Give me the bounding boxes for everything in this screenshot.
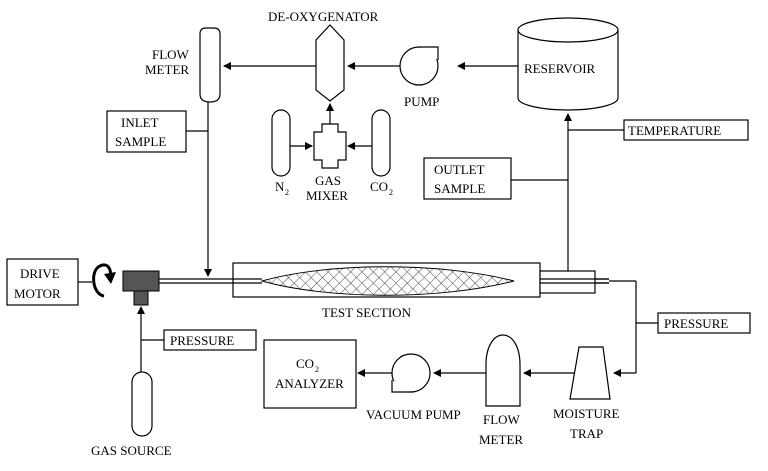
vacuum-pump: VACUUM PUMP — [366, 353, 461, 422]
gas-mixer-label-1: GAS — [315, 173, 341, 188]
flow-meter-bottom-label-1: FLOW — [483, 412, 521, 427]
drive-motor-label-1: DRIVE — [20, 266, 60, 281]
pump-top: PUMP — [399, 46, 439, 109]
temperature-box: TEMPERATURE — [623, 119, 749, 141]
flow-meter-bottom-label-2: METER — [479, 432, 523, 447]
coupling-block — [122, 270, 160, 306]
moisture-trap-label-2: TRAP — [570, 426, 603, 441]
test-section-label: TEST SECTION — [322, 305, 412, 320]
reservoir-label: RESERVOIR — [524, 61, 596, 76]
flow-meter-bottom: FLOW METER — [479, 334, 523, 447]
pressure-left-box: PRESSURE — [163, 329, 257, 351]
gas-mixer: GAS MIXER — [306, 123, 348, 203]
gas-source-bottle: GAS SOURCE — [91, 371, 172, 458]
n2-bottle: N 2 — [271, 109, 291, 197]
co2-analyzer-label-2: ANALYZER — [275, 376, 344, 391]
co2-analyzer-subscript: 2 — [315, 365, 319, 374]
inlet-sample-box: INLET SAMPLE — [106, 110, 187, 153]
deoxygenator-label: DE-OXYGENATOR — [268, 9, 379, 24]
test-section: TEST SECTION — [232, 262, 541, 320]
outlet-sample-box: OUTLET SAMPLE — [423, 157, 512, 200]
gas-mixer-label-2: MIXER — [306, 188, 348, 203]
co2-analyzer-label-1: CO — [296, 356, 314, 371]
pressure-right-label: PRESSURE — [664, 316, 728, 331]
deoxygenator: DE-OXYGENATOR — [268, 9, 379, 102]
outlet-fitting — [539, 270, 609, 294]
co2-subscript: 2 — [389, 188, 393, 197]
n2-subscript: 2 — [285, 188, 289, 197]
flow-meter-top-label-2: METER — [145, 62, 189, 77]
flow-meter-top: FLOW METER — [145, 27, 221, 103]
co2-label: CO — [370, 179, 388, 194]
n2-label: N — [275, 179, 285, 194]
temperature-label: TEMPERATURE — [628, 123, 721, 138]
outlet-sample-label-2: SAMPLE — [434, 181, 485, 196]
inlet-sample-label-2: SAMPLE — [115, 134, 166, 149]
co2-bottle: CO 2 — [370, 109, 393, 197]
drive-motor-label-2: MOTOR — [14, 286, 61, 301]
moisture-trap-label-1: MOISTURE — [553, 406, 620, 421]
rotation-arrow-icon — [92, 263, 116, 298]
vacuum-pump-label: VACUUM PUMP — [366, 407, 461, 422]
pump-label: PUMP — [404, 94, 439, 109]
moisture-trap: MOISTURE TRAP — [553, 346, 620, 441]
outlet-sample-label-1: OUTLET — [434, 162, 485, 177]
pressure-left-label: PRESSURE — [170, 333, 234, 348]
flow-meter-top-label-1: FLOW — [152, 47, 190, 62]
pressure-right-box: PRESSURE — [657, 312, 751, 334]
inlet-sample-label-1: INLET — [121, 115, 159, 130]
gas-source-label: GAS SOURCE — [91, 443, 172, 458]
drive-motor-box: DRIVE MOTOR — [6, 258, 79, 306]
co2-analyzer-box: CO 2 ANALYZER — [263, 339, 357, 409]
reservoir: RESERVOIR — [517, 17, 619, 111]
